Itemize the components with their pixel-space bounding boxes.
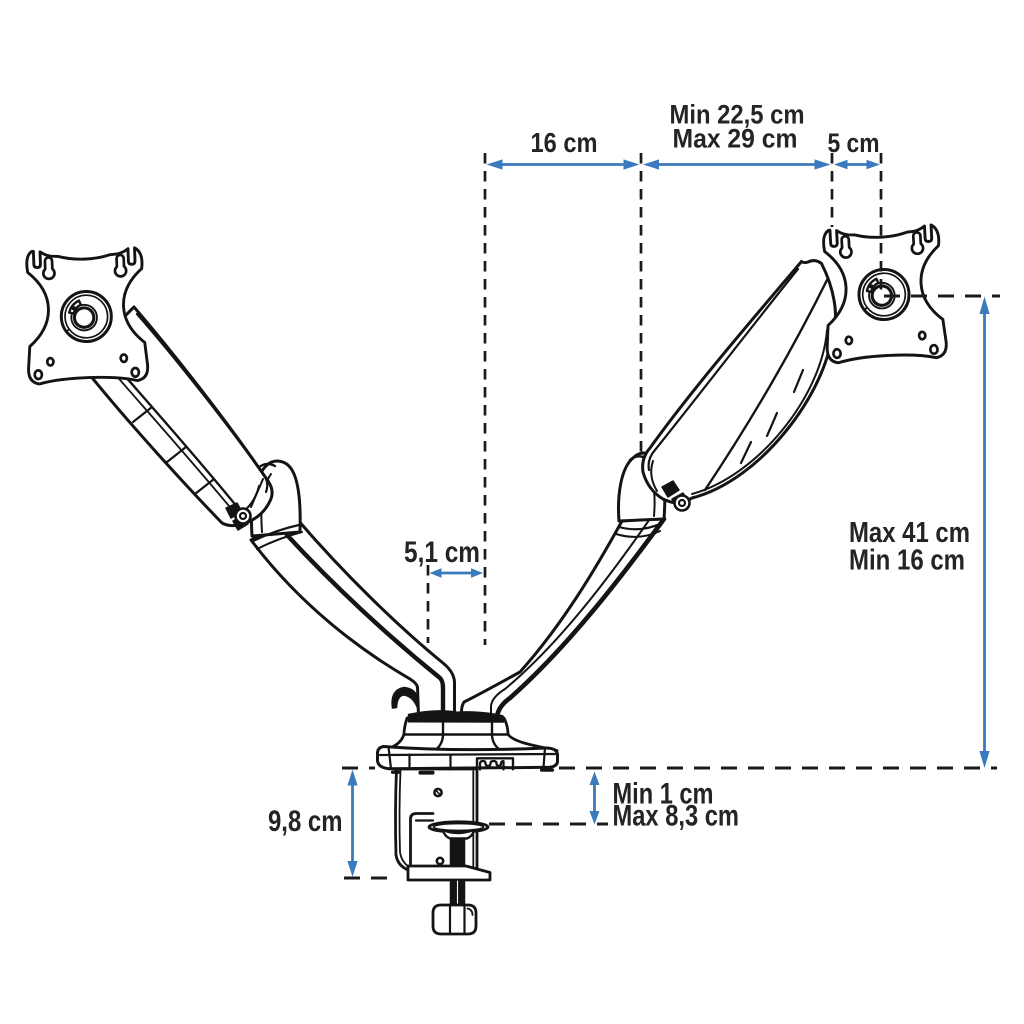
svg-text:16 cm: 16 cm — [531, 127, 598, 158]
svg-text:Max 8,3 cm: Max 8,3 cm — [613, 800, 740, 833]
svg-text:Min 16 cm: Min 16 cm — [849, 545, 965, 577]
svg-text:9,8 cm: 9,8 cm — [268, 805, 343, 838]
svg-text:Min 1 cm: Min 1 cm — [613, 778, 714, 811]
svg-text:Max 29 cm: Max 29 cm — [673, 124, 798, 154]
svg-text:5 cm: 5 cm — [828, 128, 880, 158]
svg-text:Max 41 cm: Max 41 cm — [849, 517, 970, 549]
svg-text:Min 22,5 cm: Min 22,5 cm — [670, 100, 805, 130]
svg-text:5,1 cm: 5,1 cm — [404, 536, 480, 569]
